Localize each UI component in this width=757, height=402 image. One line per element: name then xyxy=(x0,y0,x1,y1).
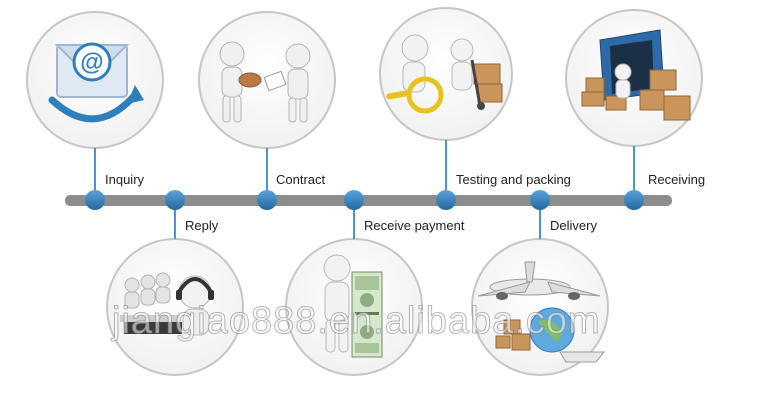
step-label-receiving: Receiving xyxy=(648,172,706,187)
container-warehouse-icon xyxy=(581,29,691,121)
step-label-contract: Contract xyxy=(276,172,326,187)
dollar-bills-icon xyxy=(323,254,383,358)
inquiry-node xyxy=(85,190,105,210)
step-contract xyxy=(198,11,336,210)
step-label-reply: Reply xyxy=(185,218,219,233)
magnifier-hand-truck-icon xyxy=(386,34,503,114)
call-center-headset-icon xyxy=(120,272,214,336)
email-at-icon: @ xyxy=(48,42,144,123)
step-label-delivery: Delivery xyxy=(550,218,597,233)
step-label-receive-payment: Receive payment xyxy=(364,218,465,233)
testing-and-packing-node xyxy=(436,190,456,210)
receive-payment-node xyxy=(344,190,364,210)
step-delivery xyxy=(471,190,609,376)
svg-text:@: @ xyxy=(80,49,103,76)
step-label-inquiry: Inquiry xyxy=(105,172,145,187)
handshake-contract-icon xyxy=(219,41,311,123)
step-receive-payment xyxy=(285,190,423,376)
airplane-ship-boxes-icon xyxy=(477,261,606,363)
timeline-bar xyxy=(65,195,672,206)
delivery-node xyxy=(530,190,550,210)
receiving-node xyxy=(624,190,644,210)
step-testing-and-packing xyxy=(379,7,513,210)
step-receiving xyxy=(565,9,703,210)
step-reply xyxy=(106,190,244,376)
step-label-testing-and-packing: Testing and packing xyxy=(456,172,571,187)
step-inquiry: @ xyxy=(26,11,164,210)
contract-node xyxy=(257,190,277,210)
reply-node xyxy=(165,190,185,210)
